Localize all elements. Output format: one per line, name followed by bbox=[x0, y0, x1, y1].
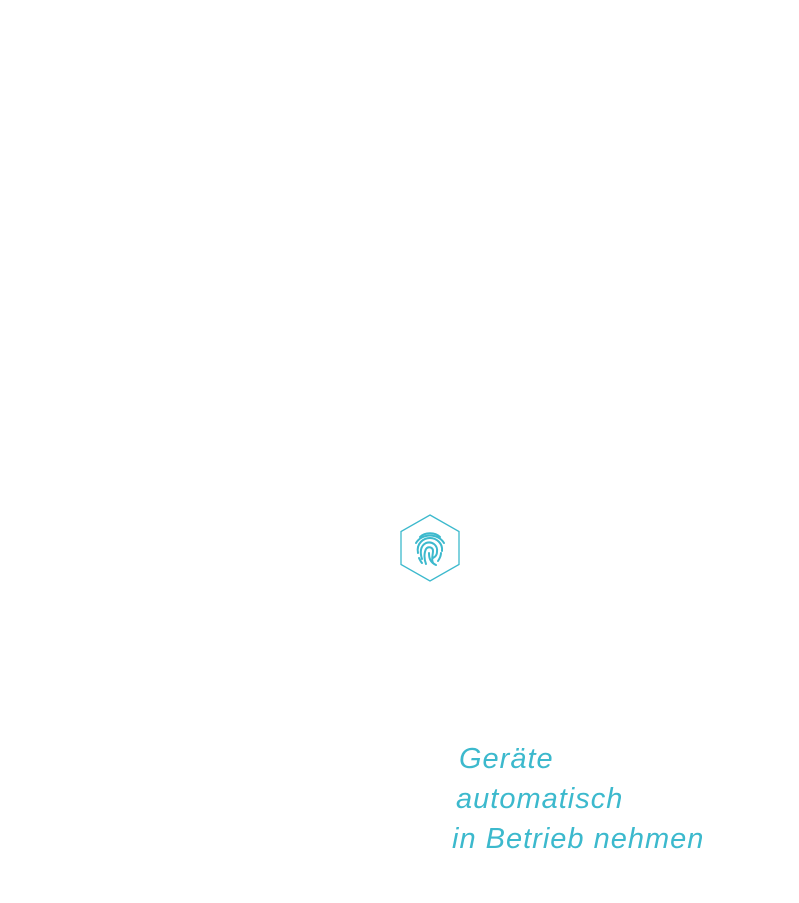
hexagon-outline bbox=[400, 514, 460, 582]
caption-line-1: Geräte bbox=[459, 743, 554, 775]
caption-line-2: automatisch bbox=[456, 783, 624, 815]
fingerprint-glyph bbox=[415, 532, 445, 566]
caption-line-3: in Betrieb nehmen bbox=[452, 823, 705, 855]
fingerprint-icon bbox=[398, 513, 462, 583]
